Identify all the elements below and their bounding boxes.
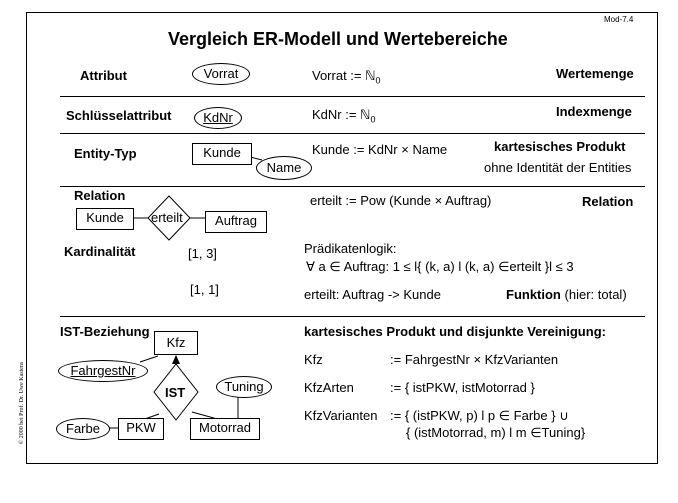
ellipse-farbe: Farbe [56,418,110,440]
formula-kdnr: KdNr := ℕ0 [312,107,376,125]
separator-4 [60,316,645,317]
separator-3 [60,186,645,187]
ellipse-vorrat: Vorrat [192,63,250,85]
label-wertemenge: Wertemenge [556,66,634,81]
praedikatenlogik-formula: ∀ a ∈ Auftrag: 1 ≤ l{ (k, a) l (k, a) ∈e… [306,259,574,274]
separator-1 [60,96,645,97]
def-kfzvarianten-right: := { (istPKW, p) l p ∈ Farbe } ∪ [390,408,569,423]
slide-frame [26,12,658,464]
ellipse-fahrgestnr: FahrgestNr [58,360,148,382]
formula-erteilt: erteilt := Pow (Kunde × Auftrag) [310,193,492,208]
kardinalitaet-2: [1, 1] [190,282,219,297]
box-auftrag: Auftrag [205,211,267,233]
def-kfzarten-left: KfzArten [304,380,354,395]
label-kartesisches-produkt: kartesisches Produkt [494,139,626,154]
def-kfz-right: := FahrgestNr × KfzVarianten [390,352,559,367]
label-ist-beziehung: IST-Beziehung [60,324,150,339]
label-schluesselattribut: Schlüsselattribut [66,108,172,123]
box-pkw: PKW [118,418,164,440]
label-entity-typ: Entity-Typ [74,146,137,161]
label-relation: Relation [74,188,126,203]
label-kardinalitaet: Kardinalität [64,244,136,259]
separator-2 [60,133,645,134]
box-kunde-entity: Kunde [192,143,252,165]
label-attribut: Attribut [80,68,127,83]
box-kfz: Kfz [154,331,198,355]
def-kfz-left: Kfz [304,352,323,367]
diamond-erteilt-label: erteilt [151,210,183,225]
def-kfzvarianten-line2: { (istMotorrad, m) l m ∈Tuning} [406,425,586,440]
kardinalitaet-1: [1, 3] [188,246,217,261]
copyright-note: © 2000 bei Prof. Dr. Uwe Kastens [19,361,25,445]
page-title: Vergleich ER-Modell und Wertebereiche [168,29,508,49]
diamond-ist-label: IST [165,385,186,400]
def-kfzarten-right: := { istPKW, istMotorrad } [390,380,535,395]
formula-vorrat: Vorrat := ℕ0 [312,68,381,86]
box-motorrad: Motorrad [190,418,260,440]
box-kunde-relation: Kunde [76,208,134,230]
def-kfzvarianten-left: KfzVarianten [304,408,378,423]
ellipse-name: Name [256,156,312,180]
label-ohne-identitaet: ohne Identität der Entities [484,160,632,175]
formula-funktion: erteilt: Auftrag -> Kunde [304,287,441,302]
ellipse-tuning: Tuning [216,376,272,398]
label-kartesisch-disjunkt: kartesisches Produkt und disjunkte Verei… [304,324,606,339]
formula-kunde: Kunde := KdNr × Name [312,142,448,157]
slide-id: Mod-7.4 [604,15,634,24]
label-indexmenge: Indexmenge [556,104,632,119]
ellipse-kdnr: KdNr [194,107,242,129]
label-funktion: Funktion (hier: total) [506,287,627,302]
label-relation-right: Relation [582,194,634,209]
praedikatenlogik-title: Prädikatenlogik: [304,241,397,256]
